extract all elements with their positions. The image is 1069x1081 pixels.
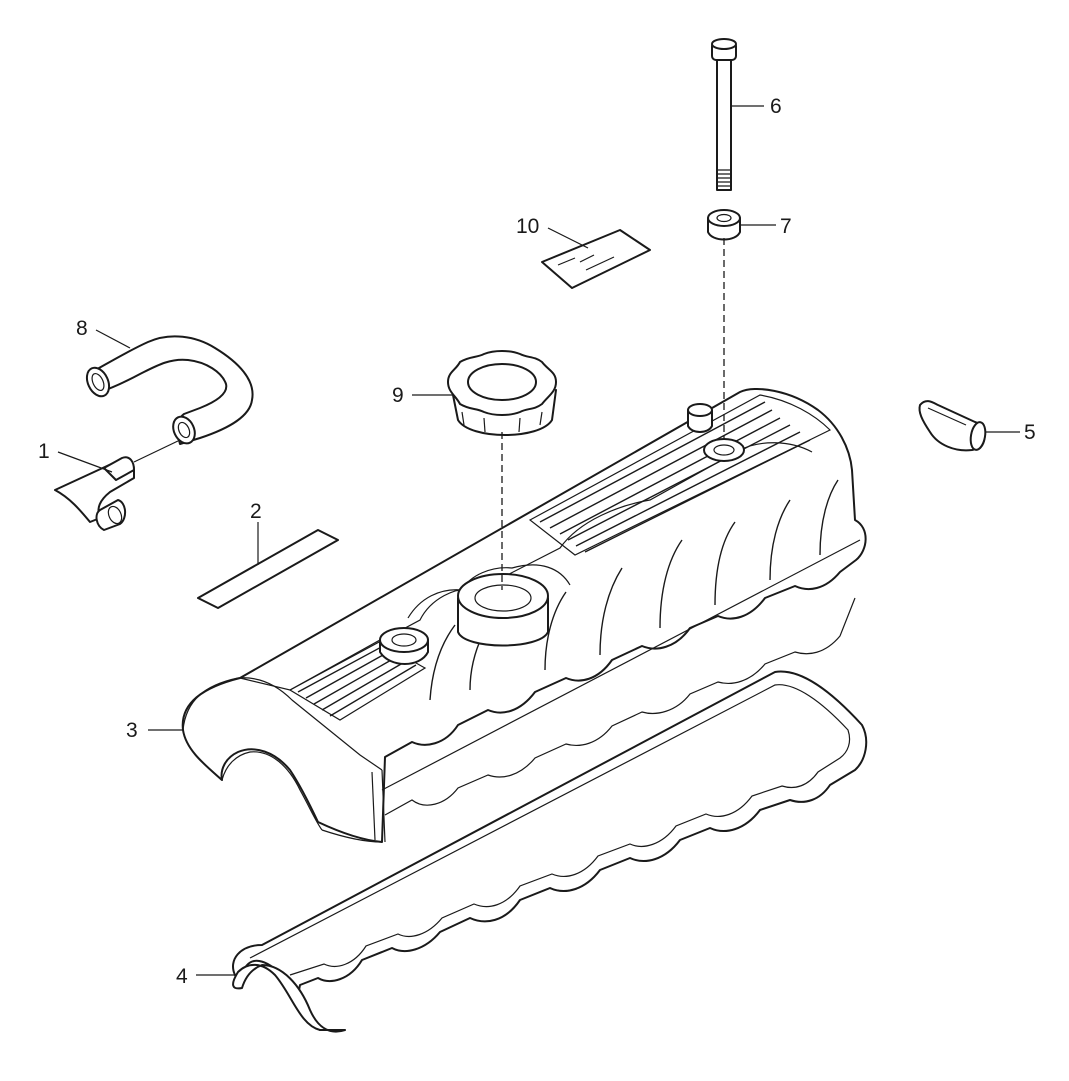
callout-9: 9 xyxy=(392,384,404,407)
bolt[interactable] xyxy=(711,38,737,191)
leader-10 xyxy=(547,227,589,249)
callout-4: 4 xyxy=(176,965,188,988)
assembly-line-hose xyxy=(133,439,181,463)
end-plug[interactable] xyxy=(918,400,987,452)
breather-fitting[interactable] xyxy=(54,456,135,531)
leader-8 xyxy=(95,329,131,349)
oil-filler-cap[interactable] xyxy=(447,350,557,436)
information-label[interactable] xyxy=(541,229,651,289)
callout-5: 5 xyxy=(1024,421,1036,444)
callout-7: 7 xyxy=(780,215,792,238)
callout-1: 1 xyxy=(38,440,50,463)
grommet[interactable] xyxy=(707,209,741,241)
callout-3: 3 xyxy=(126,719,138,742)
valve-cover[interactable] xyxy=(181,388,867,843)
valve-cover-gasket[interactable] xyxy=(232,670,868,1033)
cover-boss-left xyxy=(379,627,429,665)
callout-6: 6 xyxy=(770,95,782,118)
cover-bolt-boss xyxy=(687,403,745,462)
callout-2: 2 xyxy=(250,500,262,523)
label-strip[interactable] xyxy=(197,529,339,609)
breather-hose[interactable] xyxy=(83,335,254,447)
leader-1 xyxy=(57,451,113,473)
filler-neck xyxy=(457,573,549,647)
callout-10: 10 xyxy=(516,215,539,238)
ribbed-panel-right xyxy=(528,394,832,556)
callout-8: 8 xyxy=(76,317,88,340)
